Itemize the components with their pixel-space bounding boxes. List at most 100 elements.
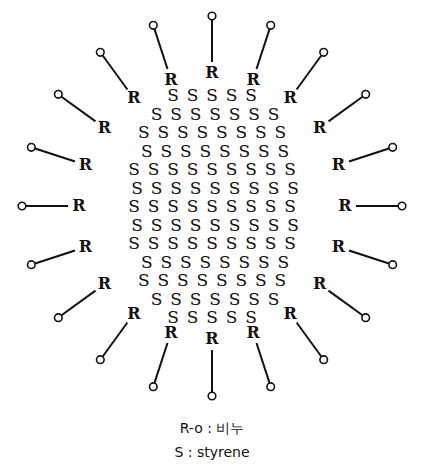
soap-tail — [349, 251, 389, 264]
soap-tail — [62, 97, 96, 122]
soap-tail — [35, 149, 75, 162]
styrene-s: S — [226, 235, 238, 252]
styrene-s: S — [248, 290, 260, 307]
styrene-s: S — [187, 309, 199, 326]
styrene-s: S — [274, 124, 286, 141]
soap-tail — [103, 56, 128, 90]
styrene-s: S — [274, 272, 286, 289]
soap-head — [267, 383, 275, 391]
styrene-s: S — [245, 198, 257, 215]
styrene-s: S — [190, 179, 202, 196]
styrene-s: S — [190, 216, 202, 233]
styrene-s: S — [284, 235, 296, 252]
soap-r: R — [98, 276, 111, 292]
styrene-s: S — [187, 161, 199, 178]
styrene-s: S — [238, 142, 250, 159]
soap-head — [362, 314, 370, 322]
styrene-s: S — [226, 309, 238, 326]
styrene-s: S — [170, 179, 182, 196]
styrene-s: S — [196, 272, 208, 289]
styrene-s: S — [248, 216, 260, 233]
styrene-s: S — [138, 272, 150, 289]
styrene-s: S — [226, 161, 238, 178]
soap-head — [398, 202, 406, 210]
styrene-s: S — [209, 105, 221, 122]
soap-r: R — [338, 198, 351, 214]
styrene-s: S — [245, 309, 257, 326]
styrene-s: S — [235, 124, 247, 141]
styrene-s: S — [258, 253, 270, 270]
soap-tail — [297, 323, 322, 357]
soap-r: R — [127, 90, 140, 106]
styrene-s: S — [268, 216, 280, 233]
styrene-s: S — [167, 235, 179, 252]
soap-r: R — [246, 325, 259, 341]
soap-head — [389, 261, 397, 269]
soap-head — [389, 144, 397, 152]
soap-tail — [26, 205, 68, 207]
soap-head — [150, 383, 158, 391]
styrene-s: S — [206, 235, 218, 252]
soap-r: R — [205, 331, 218, 347]
styrene-s: S — [216, 272, 228, 289]
styrene-s: S — [284, 161, 296, 178]
soap-tail — [103, 323, 128, 357]
styrene-s: S — [138, 124, 150, 141]
styrene-s: S — [255, 272, 267, 289]
styrene-s: S — [131, 179, 143, 196]
soap-r: R — [164, 325, 177, 341]
styrene-s: S — [187, 87, 199, 104]
soap-r: R — [284, 306, 297, 322]
soap-r: R — [205, 65, 218, 81]
styrene-s: S — [128, 198, 140, 215]
soap-tail — [155, 29, 168, 69]
styrene-s: S — [277, 142, 289, 159]
styrene-s: S — [255, 124, 267, 141]
styrene-s: S — [268, 105, 280, 122]
styrene-s: S — [209, 290, 221, 307]
styrene-s: S — [141, 142, 153, 159]
soap-tail — [356, 205, 398, 207]
styrene-s: S — [248, 105, 260, 122]
styrene-s: S — [187, 235, 199, 252]
styrene-s: S — [151, 216, 163, 233]
soap-head — [320, 356, 328, 364]
styrene-s: S — [258, 142, 270, 159]
styrene-s: S — [170, 216, 182, 233]
soap-tail — [257, 343, 270, 383]
soap-head — [208, 392, 216, 400]
soap-tail — [35, 251, 75, 264]
styrene-s: S — [235, 272, 247, 289]
soap-r: R — [164, 72, 177, 88]
soap-r: R — [127, 306, 140, 322]
soap-tail — [297, 56, 322, 90]
soap-head — [28, 261, 36, 269]
styrene-s: S — [170, 105, 182, 122]
styrene-s: S — [190, 290, 202, 307]
styrene-s: S — [216, 124, 228, 141]
soap-head — [55, 91, 63, 99]
styrene-s: S — [199, 142, 211, 159]
soap-tail — [257, 29, 270, 69]
styrene-s: S — [177, 124, 189, 141]
styrene-s: S — [199, 253, 211, 270]
styrene-s: S — [128, 235, 140, 252]
styrene-s: S — [170, 290, 182, 307]
styrene-s: S — [196, 124, 208, 141]
soap-head — [97, 356, 105, 364]
soap-tail — [349, 149, 389, 162]
styrene-s: S — [238, 253, 250, 270]
styrene-s: S — [245, 87, 257, 104]
styrene-s: S — [190, 105, 202, 122]
soap-r: R — [332, 157, 345, 173]
styrene-s: S — [148, 161, 160, 178]
soap-head — [28, 144, 36, 152]
soap-r: R — [79, 239, 92, 255]
legend-note: S : styrene — [174, 445, 249, 459]
styrene-s: S — [268, 290, 280, 307]
styrene-s: S — [229, 290, 241, 307]
soap-r: R — [313, 276, 326, 292]
styrene-s: S — [180, 142, 192, 159]
soap-head — [208, 12, 216, 20]
styrene-s: S — [284, 198, 296, 215]
